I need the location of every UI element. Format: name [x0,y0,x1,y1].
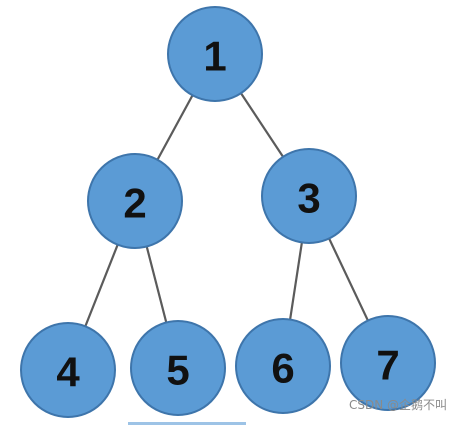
node-label-6: 6 [271,345,294,392]
tree-node-7: 7 [340,315,436,411]
bottom-accent-bar [128,422,246,425]
node-label-3: 3 [297,175,320,222]
node-label-7: 7 [376,342,399,389]
node-label-5: 5 [166,347,189,394]
tree-nodes: 1 2 3 4 5 6 7 [20,6,436,418]
node-label-1: 1 [203,33,226,80]
tree-node-2: 2 [87,153,183,249]
node-circle-6 [235,318,331,414]
node-circle-2 [87,153,183,249]
tree-node-1: 1 [167,6,263,102]
node-label-4: 4 [56,349,80,396]
watermark-text: CSDN @企鹅不叫 [348,398,447,412]
node-circle-5 [130,320,226,416]
node-circle-3 [261,148,357,244]
node-label-2: 2 [123,180,146,227]
tree-node-5: 5 [130,320,226,416]
tree-node-3: 3 [261,148,357,244]
tree-node-4: 4 [20,322,116,418]
tree-node-6: 6 [235,318,331,414]
node-circle-1 [167,6,263,102]
node-circle-4 [20,322,116,418]
node-circle-7 [340,315,436,411]
